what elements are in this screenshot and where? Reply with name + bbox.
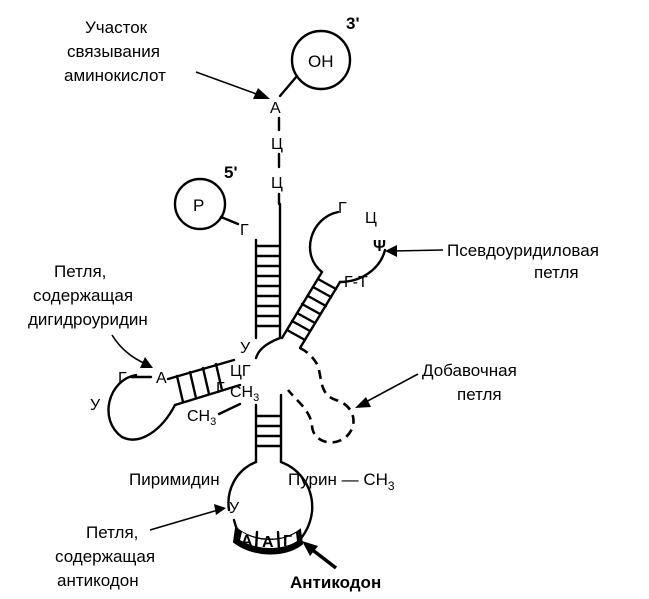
acceptor-c2: Ц	[271, 175, 283, 192]
amino-site-arrow	[195, 71, 263, 97]
pseudouridine-line-2: петля	[534, 263, 579, 282]
anticodon-divider-2	[276, 530, 281, 552]
extra-loop-line-1: Добавочная	[422, 361, 517, 380]
t-stem	[280, 270, 342, 350]
t-loop	[308, 210, 340, 274]
amino-site-line-1: Участок	[85, 18, 148, 37]
nuc-d-u: У	[90, 397, 101, 414]
amino-site-line-3: аминокислот	[64, 66, 166, 85]
ch3-left-bond	[217, 402, 242, 416]
anticodon-base-2: А	[262, 534, 274, 551]
core-link	[254, 336, 282, 360]
anticodon-base-3: Г	[283, 533, 292, 550]
anticodon-arrow	[308, 546, 338, 570]
anticodon-loop-label: Петля, содержащая антикодон	[55, 523, 155, 590]
phosphate-link-line	[219, 215, 240, 226]
anticodon-loop-line-3: антикодон	[57, 571, 139, 590]
anticodon-loop-left	[227, 460, 258, 512]
pseudouridine-loop-label: Псевдоуридиловая петля	[447, 241, 599, 282]
extra-loop-arrow	[361, 373, 419, 405]
anticodon-loop-line-2: содержащая	[55, 547, 155, 566]
dihydrouridine-arrow	[111, 334, 147, 365]
dihydrouridine-line-2: содержащая	[33, 286, 133, 305]
nuc-ch3-right: CH3	[230, 384, 259, 404]
nuc-d-a: А	[156, 370, 167, 387]
pseudouridine-arrow	[392, 249, 444, 252]
pyrimidine-label: Пиримидин	[129, 470, 220, 489]
anticodon-arrowhead	[302, 541, 318, 556]
pseudouridine-arrowhead	[385, 245, 397, 257]
anticodon-loop-arrow	[149, 509, 219, 531]
nuc-t-loop-c: Ц	[365, 210, 377, 227]
oh-link-line	[278, 74, 299, 98]
extra-loop	[286, 346, 355, 444]
anticodon-loop-line-1: Петля,	[86, 523, 138, 542]
anticodon-triplet: А А Г	[232, 526, 304, 555]
purine-ch3-label: Пурин — CH3	[288, 470, 395, 493]
dihydrouridine-arrowhead	[140, 357, 153, 368]
anticodon-box-inner	[240, 532, 297, 549]
amino-site-arrowhead	[253, 88, 270, 99]
nuc-ac-u: У	[229, 500, 240, 517]
prime-3-label: 3'	[346, 14, 360, 33]
nuc-u-mid: У	[240, 340, 251, 357]
phosphate-group: P	[173, 177, 227, 231]
extra-loop-line-2: петля	[457, 385, 502, 404]
nuc-psi: Ψ	[373, 238, 386, 255]
acceptor-a: А	[270, 100, 281, 117]
t-loop-right	[338, 248, 387, 284]
pseudouridine-line-1: Псевдоуридиловая	[447, 241, 599, 260]
extra-loop-label: Добавочная петля	[422, 361, 517, 404]
phosphate-text: P	[193, 196, 204, 215]
anticodon-base-1: А	[241, 533, 253, 550]
nuc-d-g: Г	[118, 370, 127, 387]
nuc-g-5end: Г	[240, 222, 249, 239]
anticodon-label: Антикодон	[290, 573, 381, 592]
prime-5-label: 5'	[224, 163, 238, 182]
phosphate-circle	[173, 177, 227, 231]
dihydrouridine-line-1: Петля,	[54, 262, 106, 281]
nuc-ch3-left: CH3	[187, 408, 216, 428]
acceptor-stem	[254, 202, 282, 340]
anticodon-stem	[254, 393, 283, 464]
anticodon-loop-arrowhead	[214, 504, 226, 515]
amino-acid-site-label: Участок связывания аминокислот	[64, 18, 166, 85]
d-loop	[107, 373, 177, 441]
d-stem	[166, 358, 242, 407]
oh-group: OH	[290, 29, 352, 91]
amino-site-line-2: связывания	[67, 42, 160, 61]
dihydrouridine-line-3: дигидроуридин	[28, 310, 148, 329]
extra-loop-arrowhead	[355, 397, 371, 408]
nuc-t-loop-g: Г	[338, 200, 347, 217]
acceptor-c1: Ц	[271, 136, 283, 153]
dihydrouridine-loop-label: Петля, содержащая дигидроуридин	[28, 262, 148, 329]
nuc-gt: Г-Т	[344, 274, 368, 291]
anticodon-divider-1	[254, 530, 259, 552]
oh-text: OH	[308, 52, 334, 71]
nuc-cg: ЦГ	[230, 363, 251, 380]
oh-circle	[290, 29, 352, 91]
